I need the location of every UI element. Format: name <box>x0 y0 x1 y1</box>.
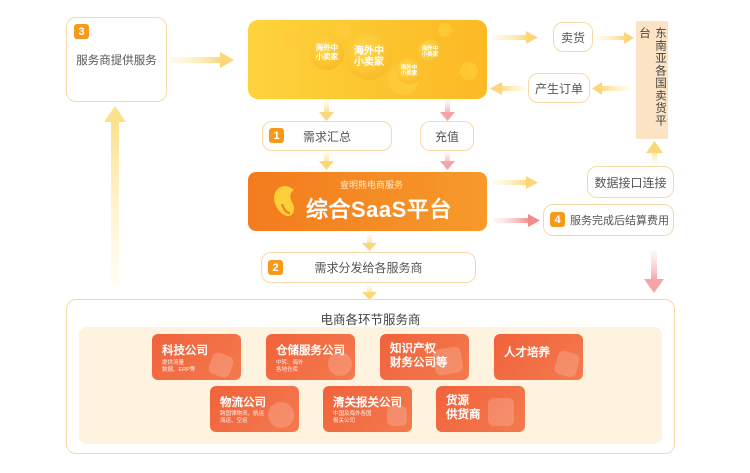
recharge-box: 充值 <box>420 121 474 151</box>
recharge-label: 充值 <box>434 129 459 144</box>
card-warehouse-title: 仓储服务公司 <box>276 345 345 357</box>
card-logistics-desc: 跨国律物流，航运 海运、空运 <box>220 411 265 424</box>
card-tech-company: 科技公司 提供流量 数据、ERP等 <box>152 334 241 380</box>
card-ip-finance: 知识产权 财务公司等 <box>380 334 469 380</box>
card-ip-title: 知识产权 财务公司等 <box>390 343 448 369</box>
step2-box: 2 需求分发给各服务商 <box>261 252 476 283</box>
seller-bubble-right-top: 海外中小卖家 <box>418 40 442 64</box>
sell-box: 卖货 <box>553 22 593 52</box>
sea-platform-box: 东南亚各国卖货平台 <box>636 21 668 139</box>
seller-bubble-main: 海外中小卖家 <box>346 34 392 80</box>
card-logistics-title: 物流公司 <box>220 397 266 409</box>
data-link-label: 数据接口连接 <box>594 175 667 190</box>
sell-label: 卖货 <box>560 30 585 45</box>
step3-number: 3 <box>74 24 89 39</box>
providers-title: 电商各环节服务商 <box>320 313 421 327</box>
step3-label: 服务商提供服务 <box>76 54 157 67</box>
bear-logo-icon <box>274 186 295 216</box>
card-logistics: 物流公司 跨国律物流，航运 海运、空运 <box>210 386 299 432</box>
card-warehouse-desc: 中转、海外 各地仓库 <box>276 360 304 373</box>
sea-platform-label: 东南亚各国卖货平台 <box>638 27 666 127</box>
seller-bubble-left: 海外中小卖家 <box>310 36 344 70</box>
step2-number: 2 <box>268 260 283 275</box>
card-talent: 人才培养 <box>494 334 583 380</box>
card-supply-title: 货源 供货商 <box>446 395 481 421</box>
card-customs-desc: 中国及海外各国 报关公司 <box>333 411 372 424</box>
step1-box: 1 需求汇总 <box>262 121 392 151</box>
seller-bubble-right-bottom: 海外中小卖家 <box>396 58 422 84</box>
saas-subtitle: 壹明熊电商服务 <box>340 180 404 190</box>
step3-box: 3 服务商提供服务 <box>66 17 167 102</box>
card-customs-title: 清关报关公司 <box>333 397 402 409</box>
step1-number: 1 <box>269 128 284 143</box>
card-customs: 清关报关公司 中国及海外各国 报关公司 <box>323 386 412 432</box>
step2-label: 需求分发给各服务商 <box>314 261 423 275</box>
overseas-sellers-panel: 海外中小卖家 海外中小卖家 海外中小卖家 海外中小卖家 <box>248 20 487 99</box>
card-tech-desc: 提供流量 数据、ERP等 <box>162 360 196 373</box>
step4-label: 服务完成后结算费用 <box>570 215 669 227</box>
card-warehouse: 仓储服务公司 中转、海外 各地仓库 <box>266 334 355 380</box>
step4-box: 4 服务完成后结算费用 <box>543 204 674 236</box>
card-tech-title: 科技公司 <box>162 345 208 357</box>
data-link-box: 数据接口连接 <box>587 166 674 198</box>
order-box: 产生订单 <box>528 73 590 103</box>
card-talent-title: 人才培养 <box>504 347 550 359</box>
step1-label: 需求汇总 <box>302 129 351 144</box>
order-label: 产生订单 <box>534 81 583 96</box>
card-supply: 货源 供货商 <box>436 386 525 432</box>
saas-title: 综合SaaS平台 <box>306 197 452 222</box>
step4-number: 4 <box>550 212 565 227</box>
saas-platform-box: 壹明熊电商服务 综合SaaS平台 <box>248 172 487 231</box>
